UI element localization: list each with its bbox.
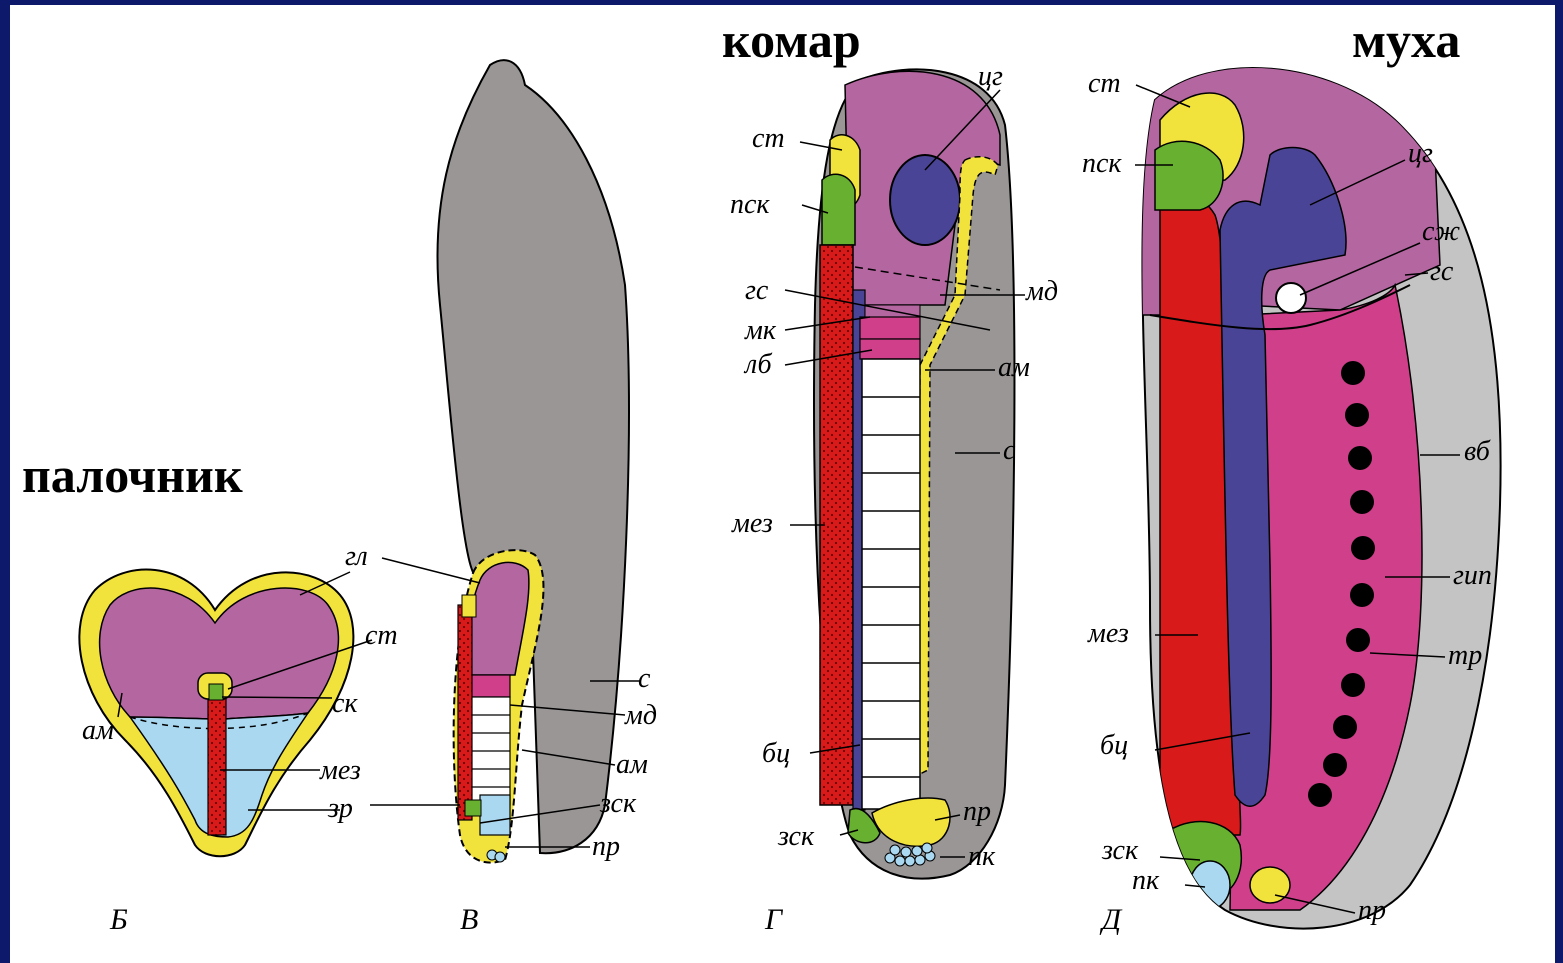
- panel-letter-v: В: [460, 905, 478, 935]
- label-g-md: мд: [1026, 278, 1058, 306]
- mesoderm-b: [208, 695, 226, 835]
- label-b-mez: мез: [320, 757, 361, 785]
- foregut-d: [1155, 141, 1223, 210]
- label-v-pr: пр: [592, 833, 620, 861]
- mesoderm-v: [458, 605, 472, 820]
- midgut-rudiment-g: [890, 155, 960, 245]
- label-g-zsk: зск: [778, 823, 814, 851]
- title-fly: муха: [1352, 15, 1460, 65]
- label-g-st: ст: [752, 125, 785, 153]
- label-d-pr: пр: [1358, 897, 1386, 925]
- embryo-v: [370, 60, 640, 862]
- label-d-tsg: цг: [1408, 140, 1433, 168]
- label-d-st: ст: [1088, 70, 1121, 98]
- label-d-bts: бц: [1100, 732, 1128, 760]
- pole-cells-d: [1190, 861, 1230, 909]
- embryo-g: [785, 69, 1025, 878]
- foregut-b: [209, 684, 223, 700]
- label-b-st: ст: [365, 622, 398, 650]
- label-d-mez: мез: [1088, 620, 1129, 648]
- label-v-md: мд: [625, 702, 657, 730]
- label-g-mez: мез: [732, 510, 773, 538]
- label-d-vb: вб: [1464, 438, 1490, 466]
- label-b-am: ам: [82, 717, 114, 745]
- panel-letter-g: Г: [765, 905, 782, 935]
- dorsal-opening-d: [1276, 283, 1306, 313]
- label-v-zsk: зск: [600, 790, 636, 818]
- label-d-gip: гип: [1453, 562, 1492, 590]
- diagram-canvas: палочник комар муха Б В Г Д гл ст ск ам …: [10, 5, 1555, 963]
- label-b-zr: зр: [328, 795, 353, 823]
- embryo-d: [1135, 45, 1501, 929]
- label-d-zsk: зск: [1102, 837, 1138, 865]
- title-mosquito: комар: [722, 15, 861, 65]
- panel-letter-d: Д: [1102, 905, 1121, 935]
- label-v-s: с: [638, 665, 650, 693]
- label-b-sk: ск: [332, 690, 358, 718]
- label-g-pr: пр: [963, 798, 991, 826]
- foregut-g: [822, 174, 855, 245]
- label-d-tr: тр: [1448, 642, 1482, 670]
- label-v-am: ам: [616, 751, 648, 779]
- label-d-pk: пк: [1132, 867, 1159, 895]
- label-g-bts: бц: [762, 740, 790, 768]
- label-d-gs: гс: [1430, 258, 1453, 286]
- label-g-mk: мк: [745, 317, 776, 345]
- label-g-psk: пск: [730, 191, 770, 219]
- segments-g: [862, 359, 920, 809]
- label-g-tsg: цг: [978, 63, 1003, 91]
- label-d-szh: сж: [1422, 218, 1460, 246]
- title-stick-insect: палочник: [22, 450, 243, 500]
- label-g-lb: лб: [745, 351, 772, 379]
- label-b-gl: гл: [345, 543, 368, 571]
- label-g-pk: пк: [968, 843, 995, 871]
- label-g-gs: гс: [745, 277, 768, 305]
- label-g-am: ам: [998, 354, 1030, 382]
- label-g-s: с: [1003, 437, 1015, 465]
- label-d-psk: пск: [1082, 150, 1122, 178]
- panel-letter-b: Б: [110, 905, 128, 935]
